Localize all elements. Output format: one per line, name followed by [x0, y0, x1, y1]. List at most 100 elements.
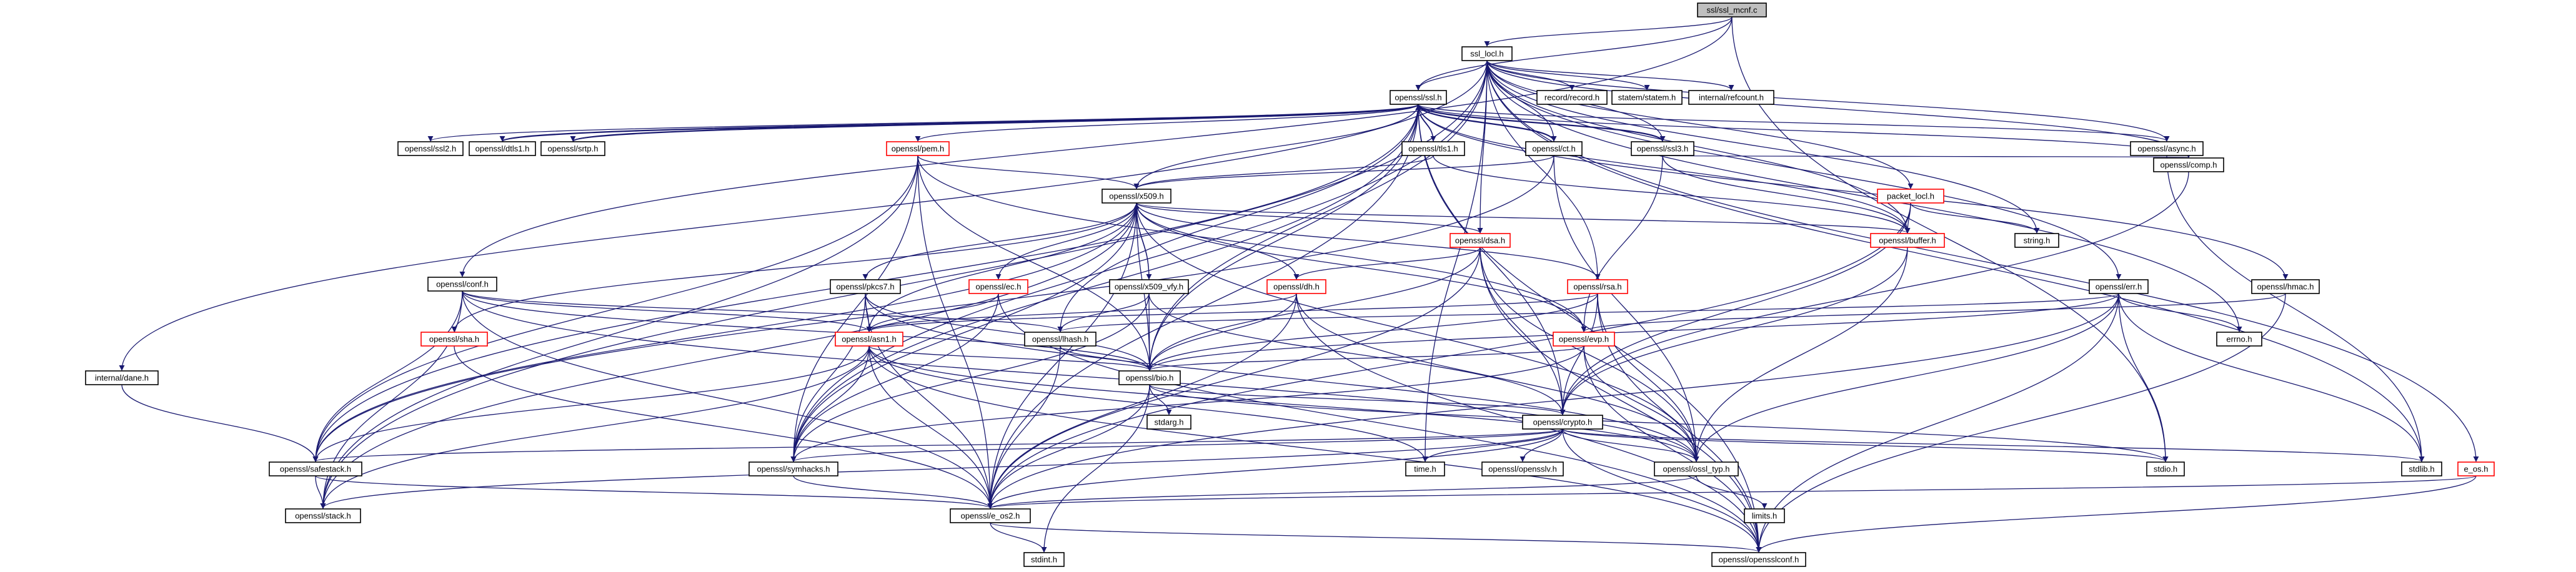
edge-line	[868, 345, 1699, 462]
node-stdlib[interactable]: stdlib.h	[2401, 461, 2442, 476]
edge-tls1-to-x509	[1133, 155, 1434, 189]
edge-line	[866, 202, 1137, 332]
node-label: stdio.h	[2154, 465, 2177, 474]
node-label: ssl/ssl_mcnf.c	[1707, 6, 1758, 15]
node-errno[interactable]: errno.h	[2216, 332, 2262, 347]
edge-evp-to-opensslconf	[1583, 345, 1762, 553]
node-safestack[interactable]: openssl/safestack.h	[269, 461, 362, 476]
node-dane[interactable]: internal/dane.h	[85, 370, 159, 385]
node-time[interactable]: time.h	[1405, 461, 1445, 476]
node-crypto[interactable]: openssl/crypto.h	[1522, 415, 1603, 430]
edge-line	[790, 428, 1563, 462]
node-statem[interactable]: statem/statem.h	[1611, 90, 1683, 105]
edge-e_os-to-e_os2	[988, 475, 2477, 509]
node-e_os2[interactable]: openssl/e_os2.h	[950, 508, 1031, 523]
edge-line	[1486, 60, 2122, 280]
edge-ct-to-ssl	[1415, 104, 1554, 142]
node-root[interactable]: ssl/ssl_mcnf.c	[1697, 2, 1767, 17]
edge-line	[1486, 60, 1601, 280]
edge-comp-to-crypto	[1559, 171, 2189, 415]
node-refcount[interactable]: internal/refcount.h	[1688, 90, 1774, 105]
edge-dtls1-to-ssl	[502, 104, 1421, 142]
node-label: stdarg.h	[1155, 418, 1184, 427]
node-hmac[interactable]: openssl/hmac.h	[2251, 279, 2320, 294]
edge-line	[1148, 293, 1566, 415]
edge-ssl_locl-to-e_os	[1486, 60, 2479, 462]
node-label: openssl/sha.h	[429, 335, 479, 344]
node-box	[1481, 461, 1564, 476]
edge-line	[862, 202, 1137, 280]
edge-crypto-to-stdio	[1562, 428, 2169, 462]
node-box	[1631, 141, 1694, 156]
node-box	[269, 461, 362, 476]
node-ct[interactable]: openssl/ct.h	[1525, 141, 1583, 156]
node-stdarg[interactable]: stdarg.h	[1146, 415, 1191, 430]
edge-ssl-to-lhash	[1057, 104, 1419, 332]
edge-line	[1146, 345, 1584, 371]
edge-asn1-to-bio	[868, 345, 1153, 371]
node-limits[interactable]: limits.h	[1744, 508, 1785, 523]
node-ssl3[interactable]: openssl/ssl3.h	[1631, 141, 1694, 156]
node-x509[interactable]: openssl/x509.h	[1102, 189, 1171, 204]
node-async[interactable]: openssl/async.h	[2130, 141, 2204, 156]
node-box	[1109, 279, 1189, 294]
node-pem[interactable]: openssl/pem.h	[886, 141, 950, 156]
node-label: openssl/rsa.h	[1573, 282, 1621, 292]
node-bio[interactable]: openssl/bio.h	[1118, 370, 1181, 385]
node-label: openssl/ssl3.h	[1637, 144, 1688, 154]
edge-line	[1057, 293, 2119, 332]
node-record[interactable]: record/record.h	[1536, 90, 1608, 105]
edge-asn1-to-safestack	[312, 345, 870, 462]
edge-line	[866, 293, 1598, 332]
node-ssl2[interactable]: openssl/ssl2.h	[397, 141, 464, 156]
edge-line	[462, 290, 872, 332]
node-e_os[interactable]: e_os.h	[2457, 461, 2495, 476]
edge-line	[1559, 171, 2189, 415]
edge-line	[1149, 384, 2169, 462]
edge-line	[1133, 155, 1434, 189]
node-asn1[interactable]: openssl/asn1.h	[835, 332, 903, 347]
node-srtp[interactable]: openssl/srtp.h	[540, 141, 605, 156]
node-ec[interactable]: openssl/ec.h	[968, 279, 1028, 294]
edge-symhacks-to-e_os2	[793, 475, 993, 509]
edge-crypto-to-safestack	[313, 428, 1563, 462]
node-label: openssl/dh.h	[1273, 282, 1320, 292]
node-ossl_typ[interactable]: openssl/ossl_typ.h	[1654, 461, 1739, 476]
node-stdint[interactable]: stdint.h	[1023, 552, 1065, 567]
node-opensslconf[interactable]: openssl/opensslconf.h	[1711, 552, 1806, 567]
node-dh[interactable]: openssl/dh.h	[1266, 279, 1326, 294]
edge-ssl-to-symhacks	[790, 104, 1419, 462]
node-evp[interactable]: openssl/evp.h	[1553, 332, 1615, 347]
edge-ssl_locl-to-refcount	[1486, 60, 1734, 91]
node-ssl_locl[interactable]: ssl_locl.h	[1461, 46, 1513, 61]
node-box	[1536, 90, 1608, 105]
node-lhash[interactable]: openssl/lhash.h	[1024, 332, 1097, 347]
node-err[interactable]: openssl/err.h	[2089, 279, 2149, 294]
node-rsa[interactable]: openssl/rsa.h	[1567, 279, 1628, 294]
node-tls1[interactable]: openssl/tls1.h	[1401, 141, 1465, 156]
edge-async-to-stdlib	[2166, 155, 2425, 462]
node-dtls1[interactable]: openssl/dtls1.h	[469, 141, 536, 156]
node-buffer[interactable]: openssl/buffer.h	[1870, 233, 1945, 248]
edge-line	[1149, 384, 1172, 415]
edge-pem-to-x509	[917, 155, 1140, 189]
node-stdio[interactable]: stdio.h	[2146, 461, 2185, 476]
node-opensslv[interactable]: openssl/opensslv.h	[1481, 461, 1564, 476]
node-conf[interactable]: openssl/conf.h	[427, 277, 497, 292]
node-packet[interactable]: packet_locl.h	[1877, 189, 1944, 204]
edge-line	[1479, 247, 1762, 553]
node-dsa[interactable]: openssl/dsa.h	[1450, 233, 1511, 248]
node-comp[interactable]: openssl/comp.h	[2153, 157, 2224, 172]
node-x509vfy[interactable]: openssl/x509_vfy.h	[1109, 279, 1189, 294]
edge-line	[1581, 293, 2286, 332]
edge-ssl_locl-to-bio	[1146, 60, 1488, 371]
node-string[interactable]: string.h	[2014, 233, 2059, 248]
edge-pem-to-stack	[320, 155, 918, 509]
node-pkcs7[interactable]: openssl/pkcs7.h	[830, 279, 901, 294]
node-ssl[interactable]: openssl/ssl.h	[1390, 90, 1447, 105]
node-symhacks[interactable]: openssl/symhacks.h	[748, 461, 838, 476]
edge-line	[1418, 104, 1911, 234]
node-sha[interactable]: openssl/sha.h	[420, 332, 488, 347]
node-stack[interactable]: openssl/stack.h	[285, 508, 361, 523]
